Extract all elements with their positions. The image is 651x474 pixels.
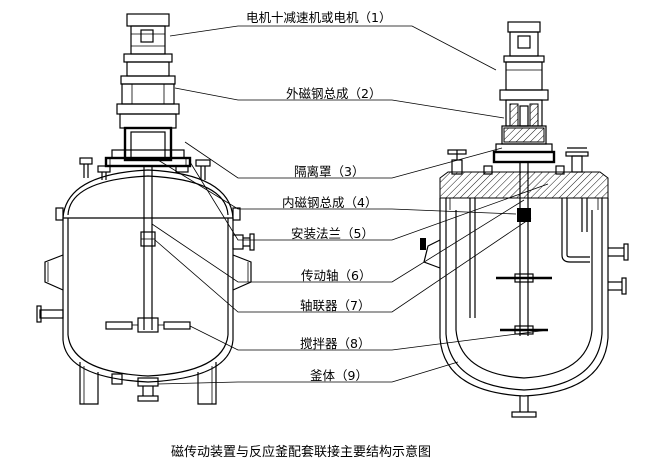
label-drive-shaft: 传动轴（6）	[301, 268, 371, 283]
figure-caption: 磁传动装置与反应釜配套联接主要结构示意图	[171, 444, 431, 460]
left-bottom-legs	[79, 362, 217, 405]
left-motor	[120, 13, 176, 85]
left-side-fittings	[36, 207, 255, 323]
label-agitator: 搅拌器（8）	[300, 336, 370, 351]
left-agitator	[105, 317, 191, 333]
left-outer-magnet	[104, 83, 192, 168]
label-isolation-cover: 隔离罩（3）	[294, 164, 364, 179]
left-reactor-elevation	[36, 13, 255, 405]
label-motor: 电机十减速机或电机（1）	[246, 10, 391, 25]
right-magnet-coupling	[492, 99, 556, 164]
label-vessel-body: 釜体（9）	[310, 368, 368, 383]
left-nozzles	[79, 157, 211, 180]
leader-lines	[151, 25, 549, 385]
right-bottom-outlet	[511, 396, 537, 418]
label-outer-magnet: 外磁钢总成（2）	[286, 86, 381, 101]
part-labels: 电机十减速机或电机（1） 外磁钢总成（2） 隔离罩（3） 内磁钢总成（4） 安装…	[246, 10, 391, 383]
right-internal-pipes	[469, 198, 590, 318]
left-shaft	[140, 166, 156, 330]
left-vessel	[62, 169, 234, 383]
right-motor	[499, 21, 549, 101]
right-reactor-section	[420, 21, 629, 418]
right-top-head	[439, 147, 609, 199]
label-mounting-flange: 安装法兰（5）	[291, 226, 374, 241]
right-side-nozzles	[420, 238, 629, 295]
label-inner-magnet: 内磁钢总成（4）	[282, 195, 377, 210]
right-vessel-jacket	[439, 198, 609, 397]
label-coupling: 轴联器（7）	[300, 298, 370, 313]
